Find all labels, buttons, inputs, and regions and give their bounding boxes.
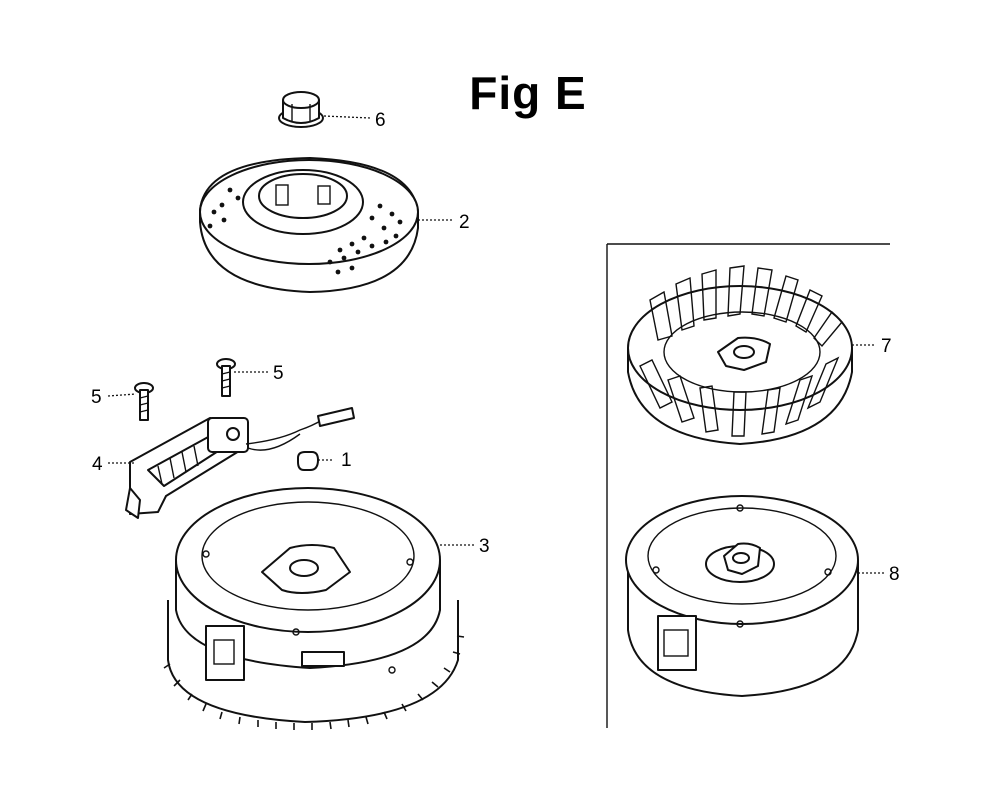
right-panel-frame [606, 243, 890, 728]
callout-1: 1 [341, 450, 352, 471]
ring-gear-teeth [163, 635, 465, 730]
part-3-flywheel [163, 487, 465, 730]
fan-blades [639, 265, 843, 437]
part-6-nut [278, 91, 324, 128]
callout-8: 8 [889, 564, 900, 585]
part-5-bolt-right [216, 358, 236, 397]
part-4-ignition-coil [125, 407, 355, 519]
callout-2: 2 [459, 212, 470, 233]
callout-3: 3 [479, 536, 490, 557]
callout-4: 4 [92, 454, 103, 475]
part-7-cooling-fan [627, 265, 853, 445]
part-1-key [297, 451, 319, 471]
part-5-bolt-left [134, 382, 154, 421]
part-2-starter-pulley [199, 157, 419, 293]
callout-7: 7 [881, 336, 892, 357]
leader-lines [107, 115, 884, 574]
pulley-vent-holes [207, 187, 403, 275]
part-8-flywheel [625, 495, 859, 697]
callout-6: 6 [375, 110, 386, 131]
callout-5-left: 5 [91, 387, 102, 408]
callout-5-right: 5 [273, 363, 284, 384]
callouts: 1 2 3 4 5 5 6 7 8 [91, 110, 900, 585]
figure-title: Fig E [469, 67, 587, 119]
